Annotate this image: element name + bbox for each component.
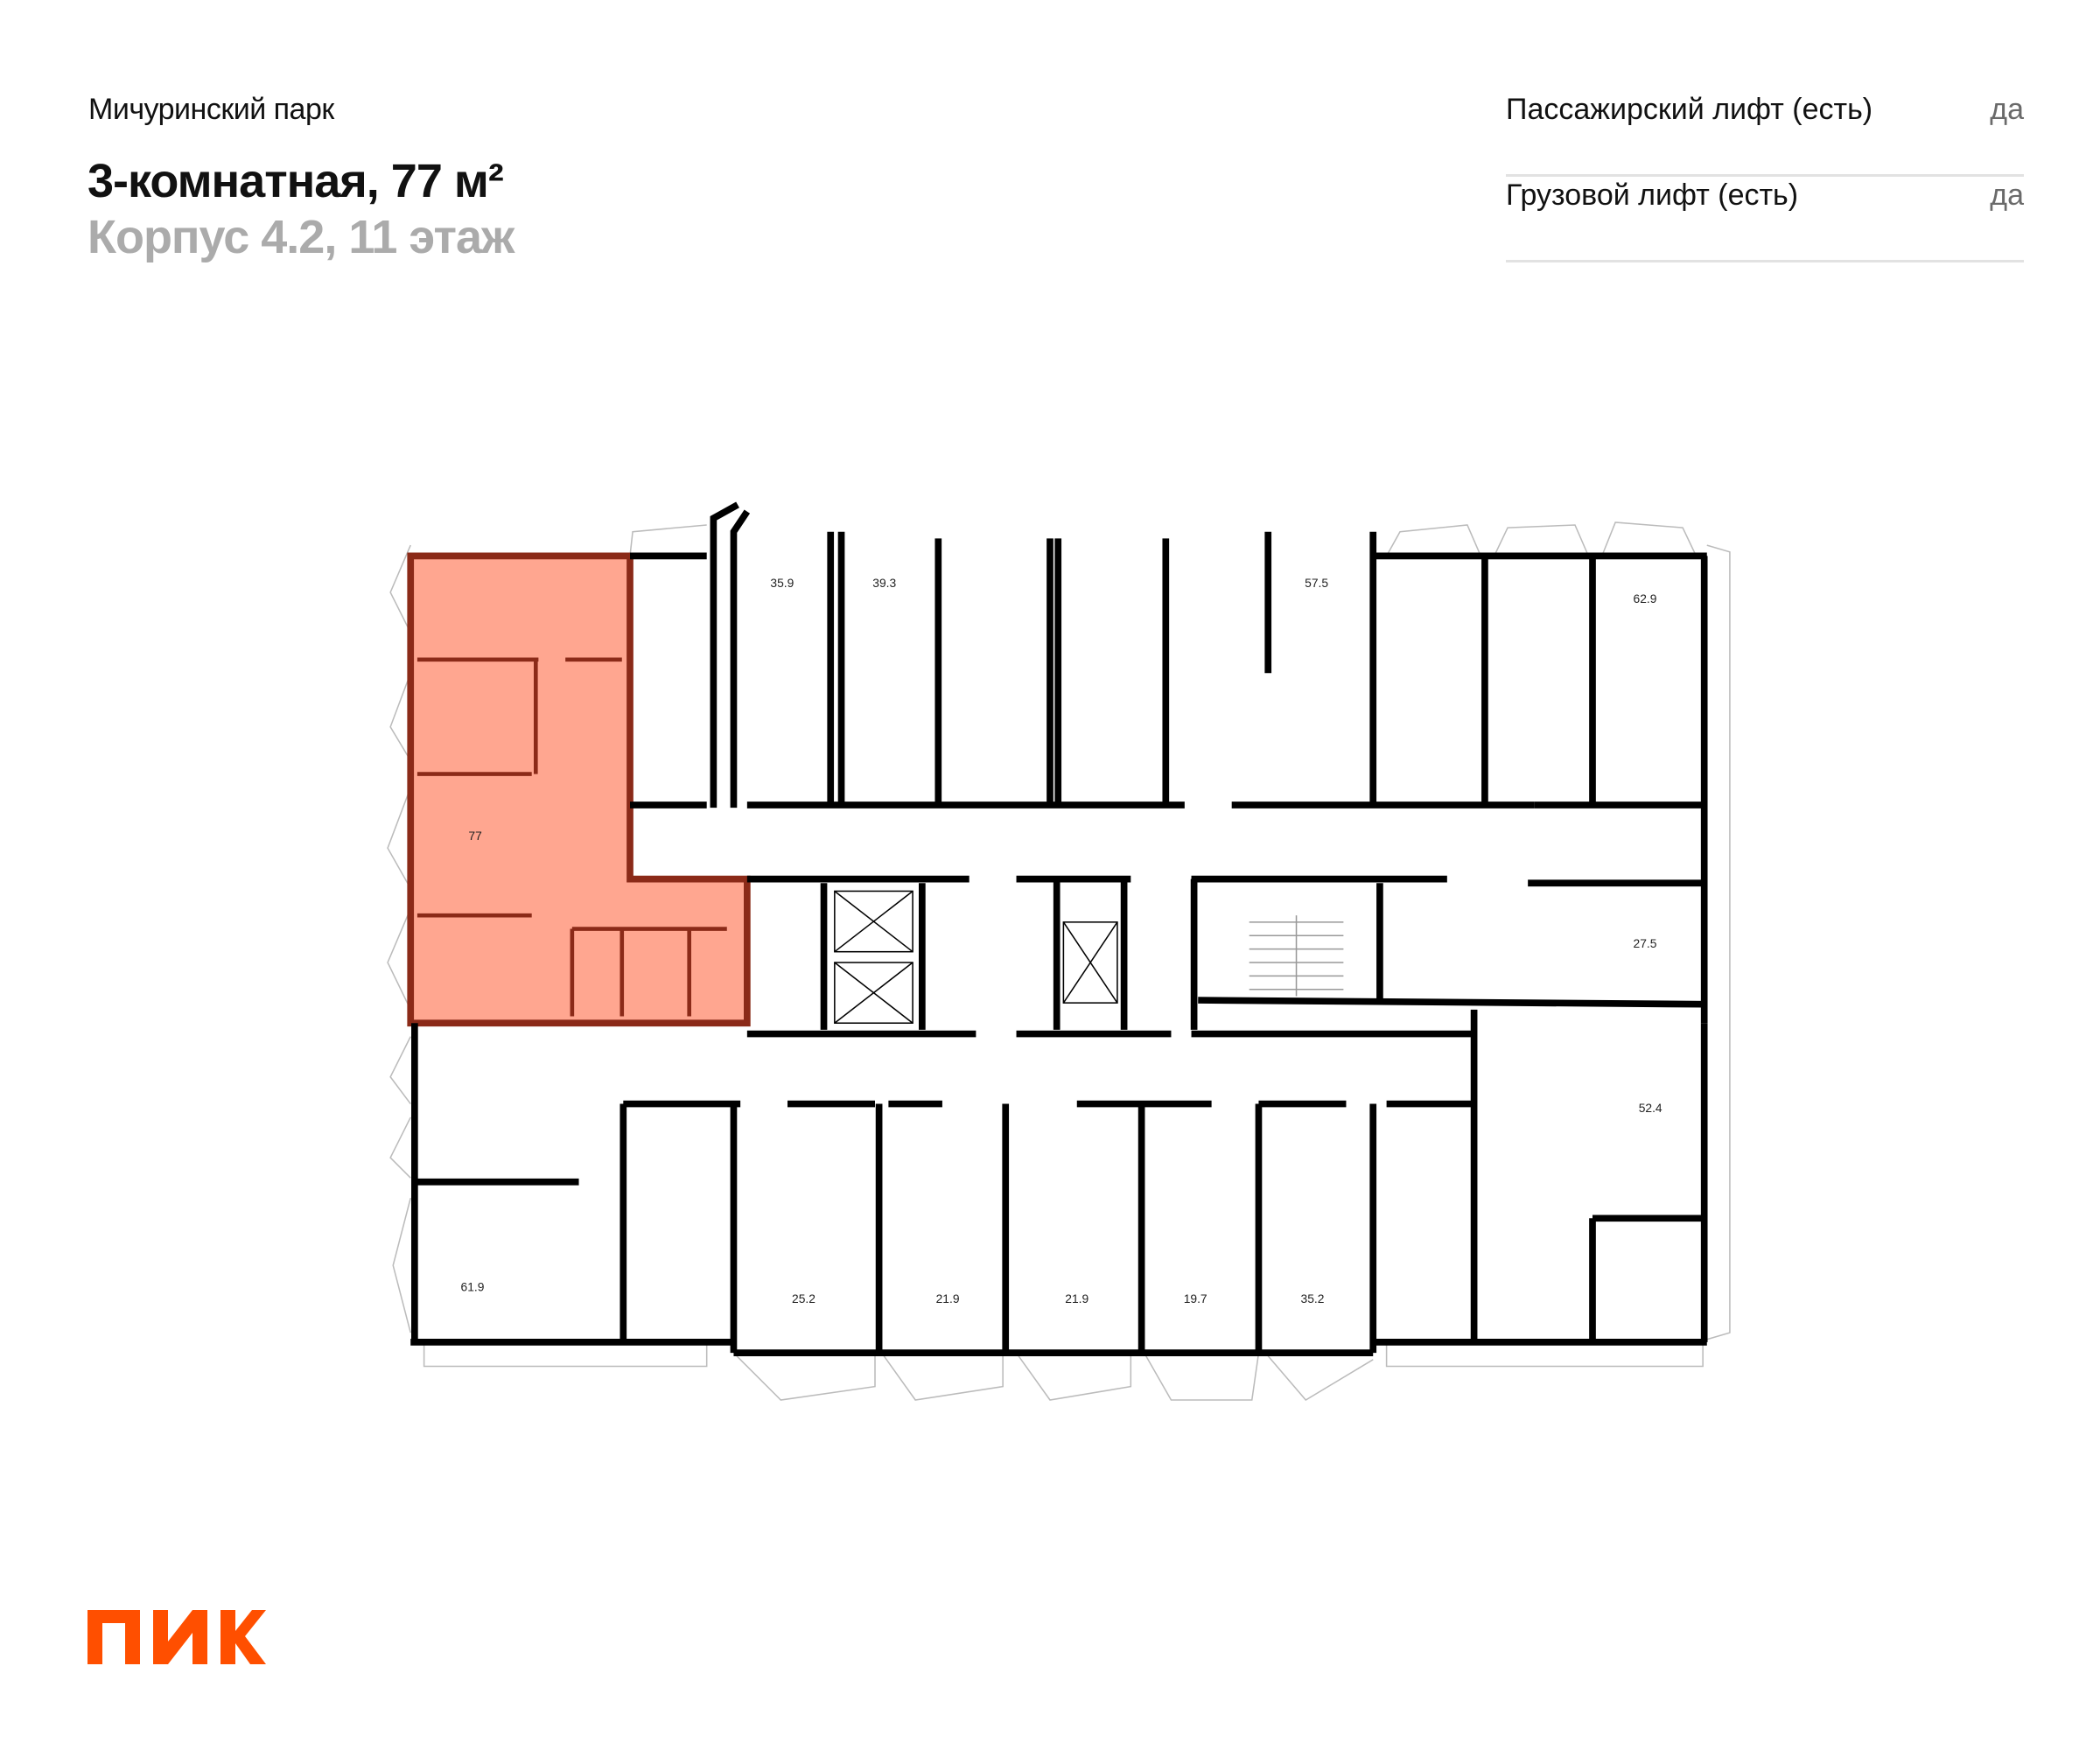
area-label: 35.2	[1301, 1292, 1325, 1306]
area-label: 61.9	[461, 1279, 485, 1293]
area-label: 35.9	[770, 576, 794, 590]
stairs	[1249, 915, 1344, 997]
feature-label: Грузовой лифт (есть)	[1506, 178, 1799, 212]
feature-label: Пассажирский лифт (есть)	[1506, 93, 1873, 126]
area-label: 27.5	[1634, 936, 1657, 950]
project-name: Мичуринский парк	[88, 93, 334, 126]
area-label: 57.5	[1305, 576, 1328, 590]
apartment-title: 3-комнатная, 77 м²	[88, 155, 504, 207]
area-label: 39.3	[872, 576, 896, 590]
selected-apartment-walls	[416, 657, 727, 1017]
area-label: 77	[468, 829, 481, 843]
feature-passenger-lift: Пассажирский лифт (есть) да	[1506, 75, 2024, 177]
feature-freight-lift: Грузовой лифт (есть) да	[1506, 161, 2024, 262]
balconies	[387, 522, 1731, 1401]
selected-apartment[interactable]	[407, 552, 751, 1027]
area-label: 21.9	[936, 1292, 960, 1306]
area-label: 62.9	[1634, 592, 1657, 606]
walls	[410, 501, 1708, 1356]
area-label: 19.7	[1184, 1292, 1208, 1306]
area-label: 21.9	[1065, 1292, 1088, 1306]
elevators	[834, 890, 1118, 1025]
feature-value: да	[1990, 93, 2024, 126]
area-label: 52.4	[1639, 1101, 1662, 1115]
feature-value: да	[1990, 178, 2024, 212]
area-label: 25.2	[792, 1292, 816, 1306]
building-floor: Корпус 4.2, 11 этаж	[88, 211, 514, 263]
pik-logo	[88, 1610, 266, 1664]
